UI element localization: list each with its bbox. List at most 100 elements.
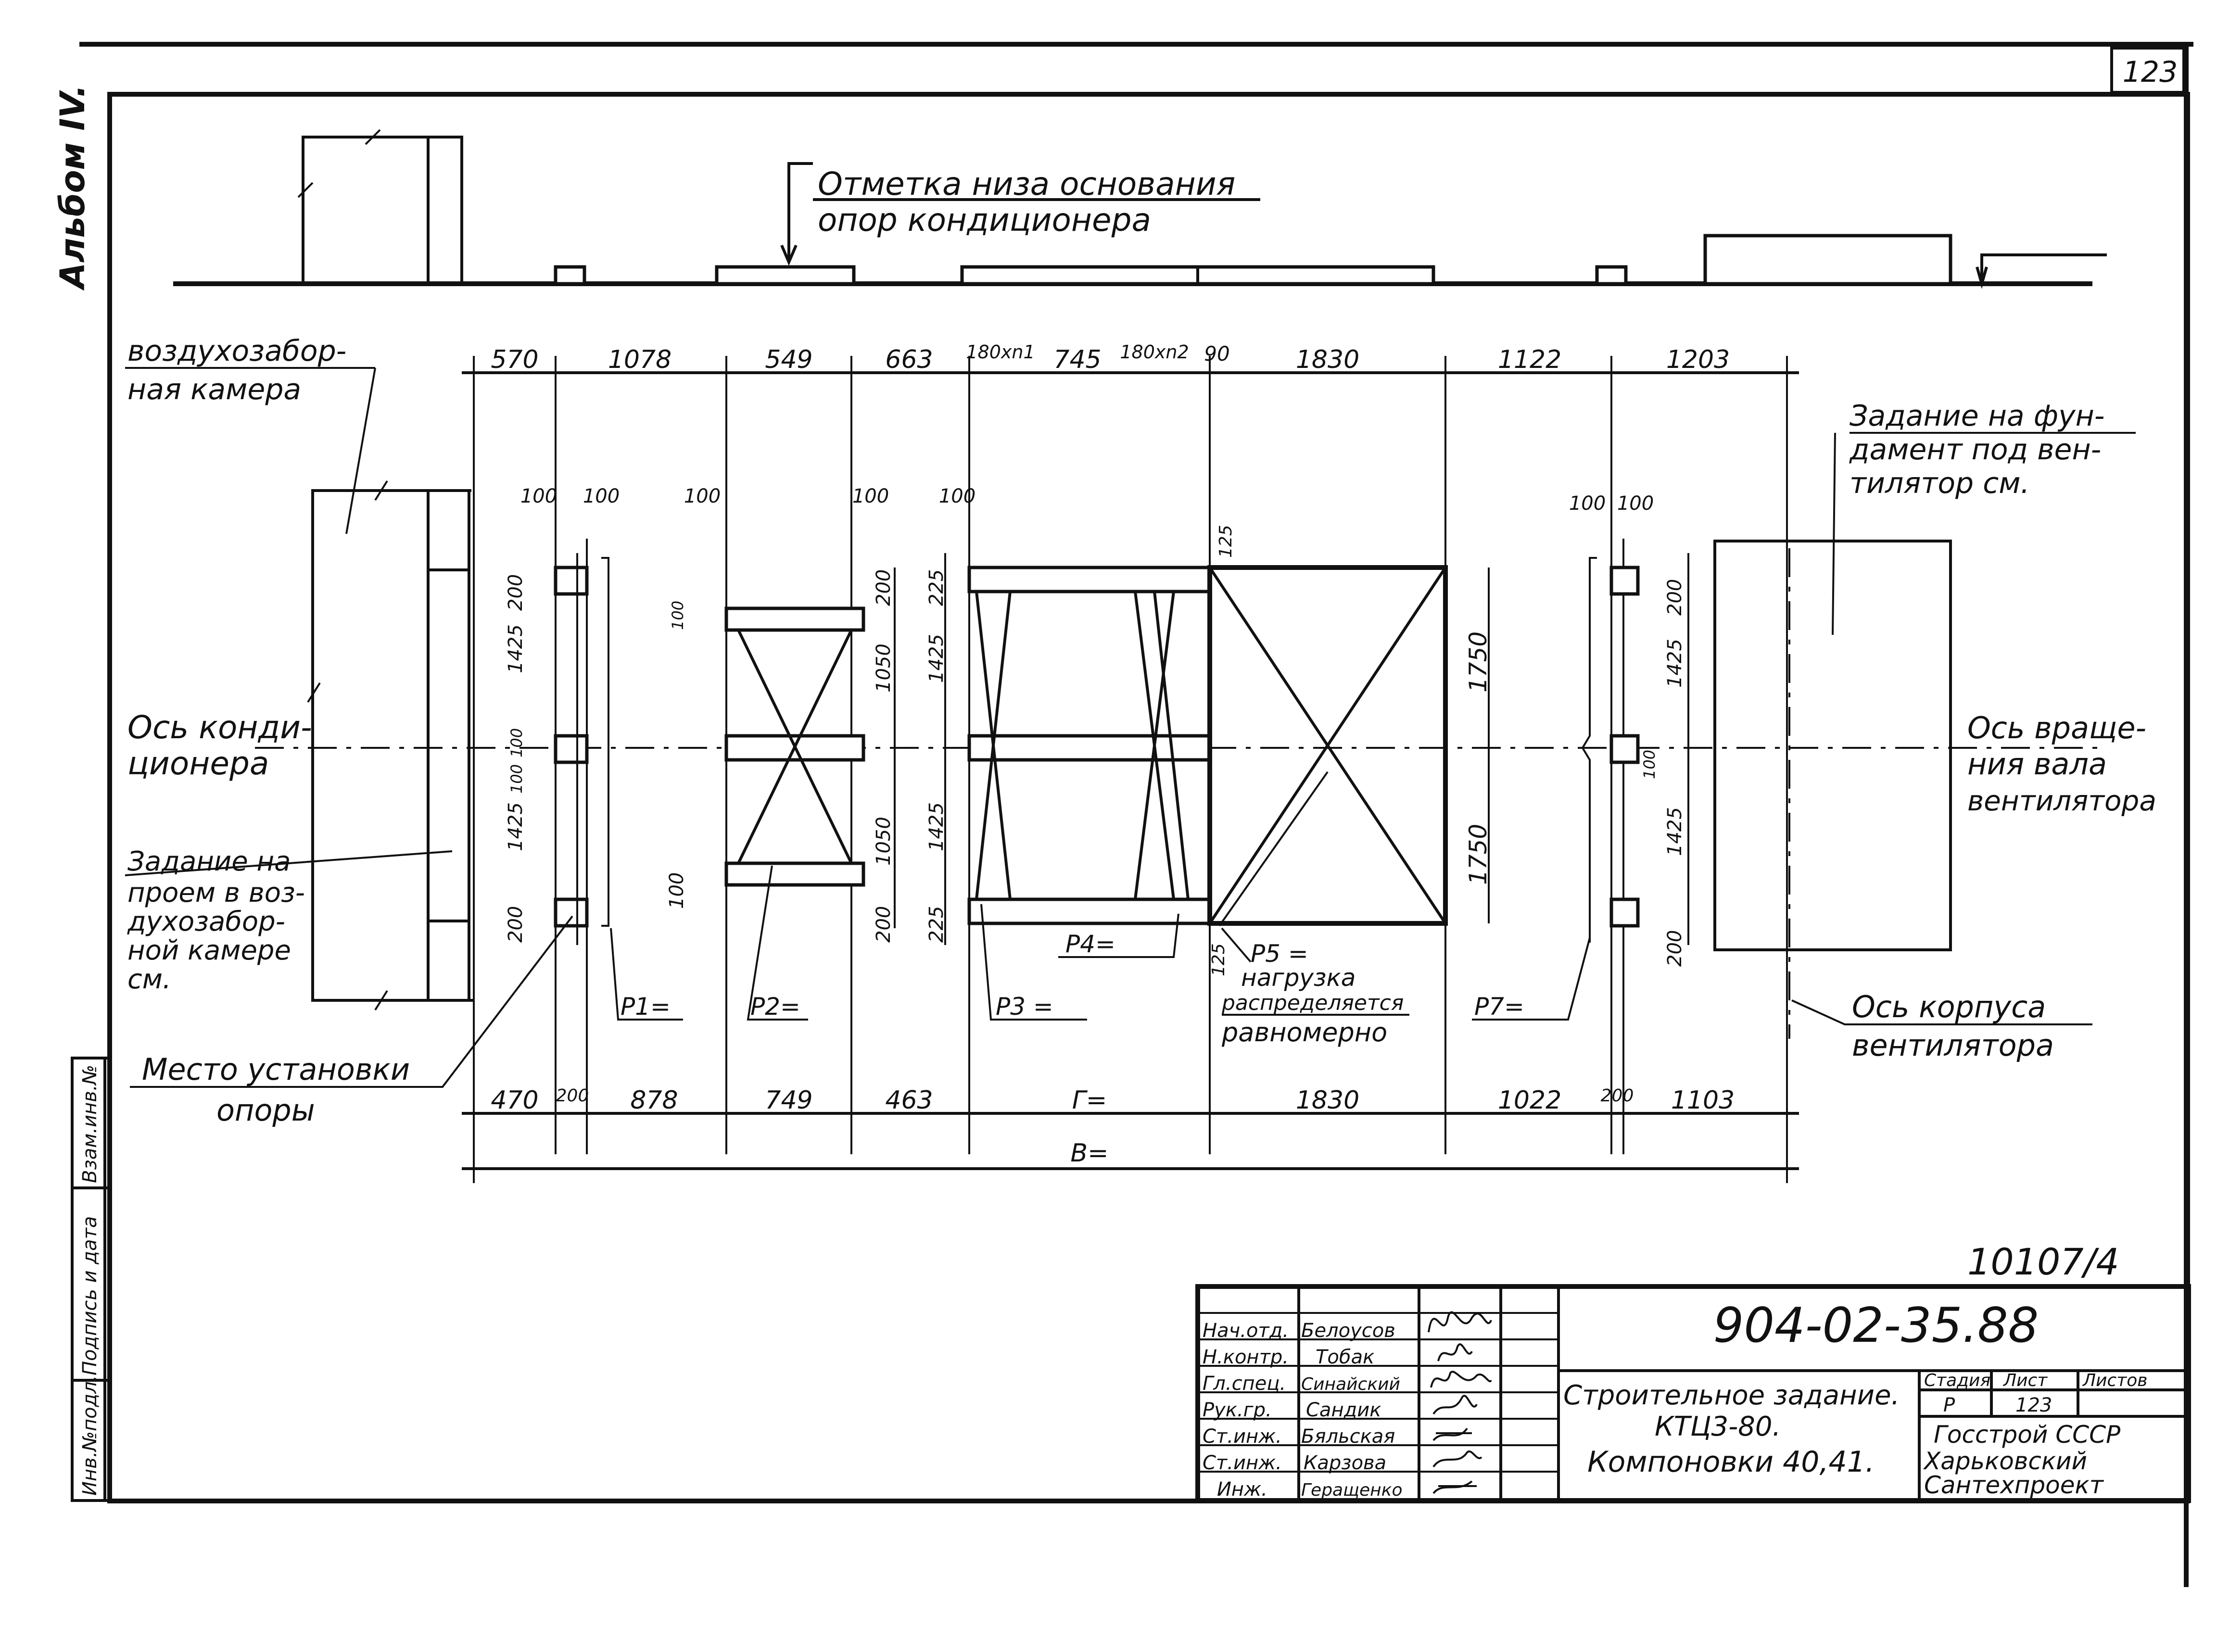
- label-fan-foundation-2: дамент под вен-: [1849, 433, 2101, 467]
- tb-name-6: Карзова: [1304, 1452, 1386, 1474]
- dim-top-570: 570: [491, 345, 538, 374]
- tb-role-7: Инж.: [1217, 1478, 1267, 1501]
- tb-sheets-header: Листов: [2082, 1371, 2147, 1390]
- small-dim: 100: [1569, 492, 1606, 515]
- label-fan-body-axis-2: вентилятора: [1852, 1028, 2054, 1063]
- label-p5-3: распределяется: [1221, 991, 1404, 1015]
- registry-number: 10107/4: [1967, 1240, 2119, 1283]
- load-p1: P1=: [621, 993, 671, 1021]
- small-dim: 1425: [925, 802, 948, 851]
- small-dim: 200: [873, 569, 895, 606]
- label-p5-4: равномерно: [1221, 1017, 1387, 1047]
- label-opening-3: духозабор-: [127, 906, 285, 937]
- support-column-7: [1581, 557, 1640, 943]
- small-dim: 125: [1209, 943, 1229, 976]
- dim-top-549: 549: [765, 345, 812, 374]
- album-label: Альбом IV.: [53, 85, 92, 291]
- stamp-inv-label: Инв.№подл.: [79, 1375, 101, 1496]
- label-fan-foundation-1: Задание на фун-: [1850, 399, 2104, 433]
- small-dim: 100: [583, 485, 620, 507]
- small-dim: 100: [666, 872, 688, 909]
- tb-role-2: Н.контр.: [1203, 1346, 1289, 1368]
- tb-org-3: Сантехпроект: [1924, 1471, 2104, 1499]
- tb-org-2: Харьковский: [1923, 1447, 2087, 1475]
- small-dim: 200: [505, 906, 527, 943]
- signatures: [1428, 1311, 1492, 1494]
- tb-name-3: Синайский: [1301, 1375, 1400, 1394]
- dim-bottom-470: 470: [491, 1086, 538, 1115]
- tb-sheet-header: Лист: [2002, 1371, 2048, 1390]
- elevation-plinth: [554, 265, 586, 286]
- load-p4: P4=: [1065, 930, 1115, 958]
- small-dim: 200: [505, 574, 527, 611]
- page-number: 123: [2123, 55, 2178, 89]
- dim-bottom-1022: 1022: [1498, 1086, 1561, 1115]
- stamp-signature-label: Подпись и дата: [79, 1216, 101, 1375]
- tb-name-1: Белоусов: [1301, 1320, 1395, 1342]
- elevation-plinth: [715, 265, 856, 286]
- label-p5-1: P5 =: [1251, 940, 1308, 968]
- side-stamp: Инв.№подл. Подпись и дата Взам.инв.№: [71, 1057, 112, 1502]
- small-dim: 100: [507, 728, 526, 757]
- dim-bottom-g: Г=: [1072, 1086, 1107, 1115]
- small-dim: 100: [684, 485, 721, 507]
- dim-bottom-200-right: 200: [1601, 1086, 1634, 1106]
- elevation-view: Отметка низа основания опор кондиционера: [173, 129, 2107, 289]
- small-dim: 1750: [1464, 631, 1492, 693]
- dim-top-663: 663: [885, 345, 933, 374]
- dim-top-90: 90: [1204, 342, 1229, 366]
- small-dim: 125: [1216, 525, 1236, 558]
- label-conditioner-axis-2: ционера: [127, 745, 269, 782]
- tb-role-1: Нач.отд.: [1203, 1320, 1289, 1342]
- dim-top-180xn1: 180xn1: [966, 341, 1035, 363]
- label-fan-foundation-3: тилятор см.: [1850, 467, 2030, 500]
- tb-sheet: 123: [2015, 1394, 2052, 1416]
- small-dim: 1050: [873, 817, 895, 866]
- dim-top-1078: 1078: [608, 345, 671, 374]
- bottom-dimensions: 470 200 878 749 463 Г= 1830 1022 200 110…: [491, 1086, 1735, 1168]
- tb-title-3: Компоновки 40,41.: [1587, 1445, 1875, 1479]
- small-dim: 200: [1664, 579, 1686, 616]
- label-shaft-axis-1: Ось враще-: [1967, 710, 2146, 745]
- tb-org-1: Госстрой СССР: [1934, 1421, 2121, 1449]
- small-dim: 1425: [1664, 807, 1686, 856]
- stamp-replace-label: Взам.инв.№: [79, 1065, 101, 1183]
- label-opening-1: Задание на: [127, 846, 291, 877]
- dim-bottom-749: 749: [765, 1086, 812, 1115]
- central-module: [967, 565, 1448, 926]
- label-p5-2: нагрузка: [1241, 964, 1356, 992]
- small-dim: 100: [1617, 492, 1654, 515]
- tb-role-6: Ст.инж.: [1203, 1452, 1282, 1474]
- fan-frame: [1207, 565, 1448, 926]
- support-pad: [554, 566, 589, 596]
- label-fan-body-axis-1: Ось корпуса: [1852, 989, 2046, 1024]
- small-dim: 225: [925, 906, 948, 943]
- dim-total: В=: [1070, 1139, 1108, 1168]
- dim-bottom-463: 463: [885, 1086, 933, 1115]
- small-dim: 100: [939, 485, 975, 507]
- dim-top-1122: 1122: [1498, 345, 1561, 374]
- small-dim: 1750: [1464, 824, 1492, 885]
- small-dim: 100: [520, 485, 557, 507]
- annotations: воздухозабор- ная камера Ось конди- цион…: [125, 334, 2156, 1128]
- label-intake-chamber-2: ная камера: [127, 373, 301, 406]
- tb-title-2: КТЦ3-80.: [1655, 1411, 1781, 1442]
- tb-role-3: Гл.спец.: [1203, 1373, 1286, 1395]
- small-dim: 225: [925, 569, 948, 606]
- label-shaft-axis-2: ния вала: [1967, 746, 2107, 782]
- small-dimensions: 100 100 100 100 100 100 100 1425 1425 20…: [505, 485, 1686, 976]
- support-column-2: [724, 606, 865, 887]
- load-p2: P2=: [750, 993, 800, 1021]
- elevation-note-line1: Отметка низа основания: [818, 165, 1235, 202]
- dim-bottom-200: 200: [556, 1086, 589, 1106]
- load-p3: P3 =: [996, 993, 1053, 1021]
- plan-view: [255, 356, 2102, 1183]
- elevation-fan-base: [1703, 234, 1952, 286]
- dim-bottom-1103: 1103: [1671, 1086, 1735, 1115]
- small-dim: 1050: [873, 643, 895, 693]
- top-dimensions: 570 1078 549 663 180xn1 745 180xn2 90 18…: [491, 341, 1730, 374]
- label-opening-5: см.: [127, 964, 171, 995]
- dim-bottom-1830: 1830: [1296, 1086, 1359, 1115]
- tb-name-2: Тобак: [1316, 1346, 1374, 1368]
- dim-top-745: 745: [1053, 345, 1101, 374]
